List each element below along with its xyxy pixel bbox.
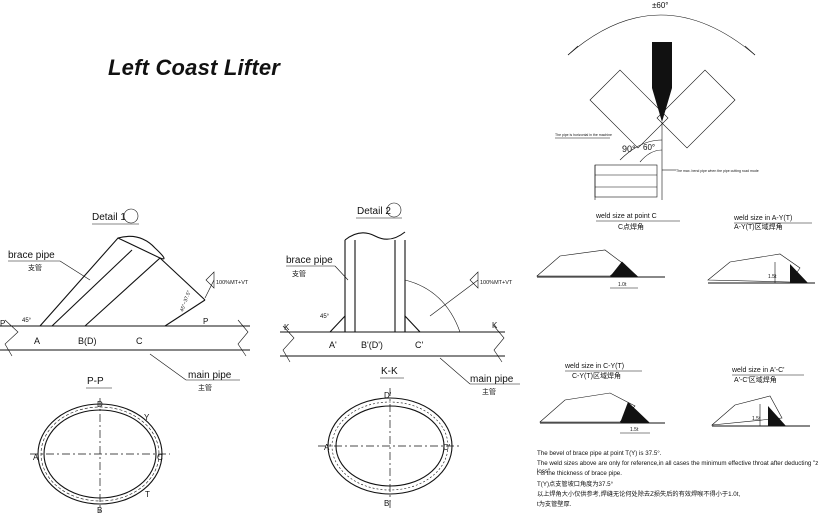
- point-bd: B(D): [78, 336, 97, 346]
- weld-size-c: weld size at point C C点焊角 1.0t: [536, 213, 680, 289]
- detail-1: Detail 1 brace pipe 支管 P P A B(D) C 45° …: [0, 208, 250, 392]
- angle-60-label: ±60°: [652, 1, 669, 10]
- kk-c: C': [443, 443, 451, 452]
- weld-size-ac: weld size in A'-C' A'-C'区域焊角 1.5t: [711, 367, 810, 427]
- kk-a: A': [324, 443, 331, 452]
- weld-spec-1: 100%MT+VT: [216, 280, 249, 286]
- weld-ac-dim: 1.5t: [752, 416, 761, 422]
- note-6: t为支管壁厚.: [537, 501, 572, 508]
- weld-spec-2: 100%MT+VT: [480, 280, 513, 286]
- weld-c-title: weld size at point C: [595, 213, 657, 220]
- angle-45-label: 45°: [22, 318, 32, 324]
- section-k-right: K: [492, 321, 498, 330]
- main-pipe-cn-1: 主管: [198, 383, 212, 392]
- weld-cy-dim: 1.5t: [630, 427, 639, 433]
- main-pipe-label-2: main pipe: [470, 374, 514, 385]
- pp-d: D: [97, 400, 103, 409]
- detail-2: Detail 2 brace pipe 支管 K K A' B'(D') C' …: [280, 202, 520, 396]
- weld-ay-title: weld size in A-Y(T): [733, 215, 792, 222]
- brace-pipe-label-1: brace pipe: [8, 250, 55, 261]
- weld-ac-title: weld size in A'-C': [731, 367, 784, 374]
- point-c-prime: C': [415, 340, 423, 350]
- note-5: 以上焊角大小仅供参考,焊缝无论何处除去Z损失后的有效焊喉不得小于1.0t,: [537, 491, 741, 498]
- weld-size-ay: weld size in A-Y(T) A-Y(T)区域焊角 1.5t: [707, 215, 815, 284]
- weld-ay-dim: 1.5t: [768, 274, 777, 280]
- kk-b: B': [384, 499, 391, 508]
- page-title: Left Coast Lifter: [108, 55, 281, 80]
- weld-cy-title: weld size in C-Y(T): [564, 363, 624, 370]
- weld-c-dim: 1.0t: [618, 282, 627, 288]
- pp-b: B: [97, 506, 102, 515]
- band-pipe-note: The max. bend pipe when the pipe cutting…: [676, 169, 759, 173]
- detail-1-label: Detail 1: [92, 212, 126, 223]
- main-pipe-label-1: main pipe: [188, 370, 232, 381]
- note-3: t is the thickness of brace pipe.: [537, 470, 622, 477]
- point-c: C: [136, 336, 143, 346]
- section-k-left: K: [284, 323, 290, 332]
- brace-pipe-cn-1: 支管: [28, 263, 42, 272]
- section-kk-label: K-K: [381, 366, 398, 377]
- section-p-right: P: [203, 317, 208, 326]
- main-pipe-cn-2: 主管: [482, 387, 496, 396]
- weld-size-cy: weld size in C-Y(T) C-Y(T)区域焊角 1.5t: [539, 363, 665, 434]
- detail-2-label: Detail 2: [357, 206, 391, 217]
- angle-60b-label: 60°: [643, 143, 655, 152]
- brace-pipe-cn-2: 支管: [292, 269, 306, 278]
- section-p-p: P-P A C D B Y T: [30, 376, 170, 515]
- note-2: The weld sizes above are only for refere…: [537, 460, 819, 476]
- note-4: T(Y)点支管坡口角度为37.5°: [537, 481, 614, 488]
- section-p-left: P: [0, 319, 5, 328]
- kk-d: D': [384, 391, 392, 400]
- angle-90-label: 90°: [622, 144, 636, 154]
- pipe-horizontal-note: The pipe is horizontal in the machine: [555, 133, 612, 137]
- weld-ay-cn: A-Y(T)区域焊角: [734, 222, 783, 231]
- pp-c: C: [157, 453, 163, 462]
- pp-t: T: [145, 490, 150, 499]
- pp-y: Y: [144, 413, 150, 422]
- bevel-angle-sketch: ±60° 90° 60° The pipe is horizontal in t…: [555, 1, 759, 200]
- weld-c-cn: C点焊角: [618, 222, 644, 231]
- section-pp-label: P-P: [87, 376, 104, 387]
- weld-cy-cn: C-Y(T)区域焊角: [572, 371, 621, 380]
- point-bd-prime: B'(D'): [361, 340, 383, 350]
- point-a: A: [34, 336, 40, 346]
- point-a-prime: A': [329, 340, 337, 350]
- pp-a: A: [33, 453, 39, 462]
- angle-45-label-2: 45°: [320, 314, 330, 320]
- weld-ac-cn: A'-C'区域焊角: [734, 375, 777, 384]
- section-k-k: K-K A' C' D' B': [318, 366, 462, 508]
- brace-pipe-label-2: brace pipe: [286, 255, 333, 266]
- note-1: The bevel of brace pipe at point T(Y) is…: [537, 450, 662, 457]
